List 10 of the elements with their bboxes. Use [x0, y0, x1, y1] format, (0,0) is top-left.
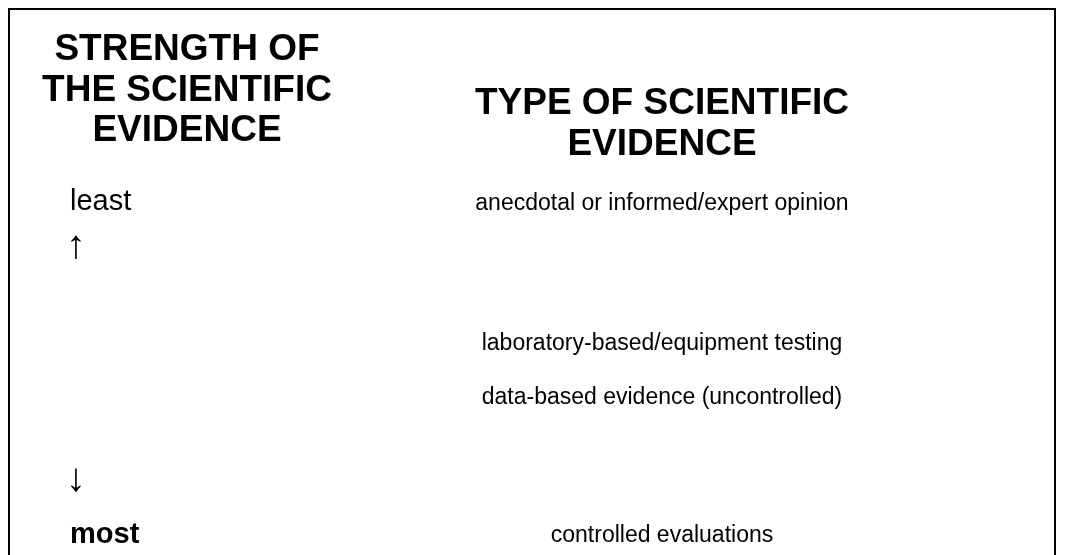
evidence-type-label: data-based evidence (uncontrolled) — [481, 384, 843, 410]
evidence-type-label: controlled evaluations — [550, 522, 774, 548]
evidence-type-label: laboratory-based/equipment testing — [481, 330, 843, 356]
column-heading: STRENGTH OF THE SCIENTIFIC EVIDENCE — [41, 28, 333, 151]
down-arrow-glyph: ↓ — [66, 455, 86, 499]
up-arrow-glyph: ↑ — [66, 222, 86, 266]
scale-end-label: least — [70, 185, 132, 217]
column-heading: TYPE OF SCIENTIFIC EVIDENCE — [473, 82, 851, 164]
scale-end-label: most — [70, 518, 140, 550]
evidence-type-label: anecdotal or informed/expert opinion — [475, 190, 849, 216]
